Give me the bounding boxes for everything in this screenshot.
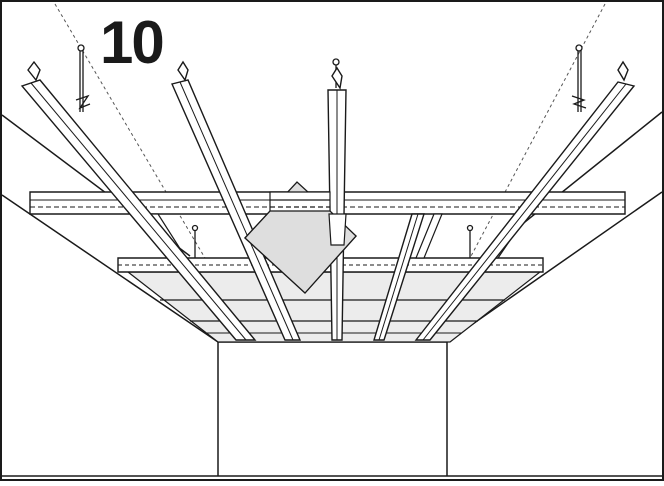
center-runner-over-tile (328, 213, 347, 246)
hanger-wire (191, 224, 199, 258)
hanger-wire (466, 224, 474, 258)
main-runners (20, 60, 636, 341)
step-number: 10 (100, 9, 165, 76)
hanger-wire (75, 44, 91, 112)
hanger-wire (571, 44, 587, 112)
main-runner (327, 66, 347, 341)
main-runner (414, 60, 636, 341)
main-runner (373, 213, 425, 341)
main-runner (20, 60, 257, 341)
main-runner (171, 60, 302, 341)
cross-tee (415, 213, 443, 259)
